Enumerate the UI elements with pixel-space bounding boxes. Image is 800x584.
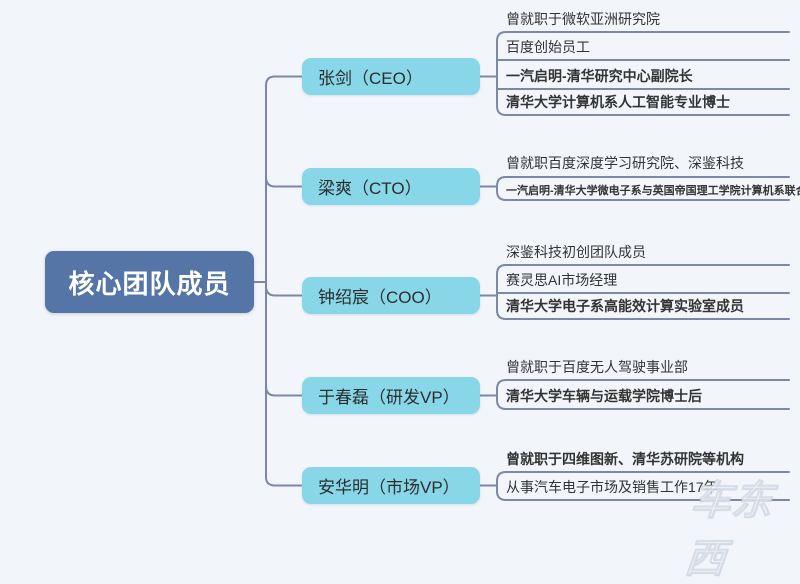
member-node-ceo[interactable]: 张剑（CEO）: [302, 58, 480, 95]
branch-line-rd-vp: [265, 385, 303, 397]
detail-item[interactable]: 曾就职于百度无人驾驶事业部: [506, 359, 688, 375]
detail-item[interactable]: 清华大学计算机系人工智能专业博士: [506, 94, 730, 110]
detail-item[interactable]: 清华大学电子系高能效计算实验室成员: [506, 298, 744, 314]
detail-item[interactable]: 曾就职于微软亚洲研究院: [506, 11, 660, 27]
detail-item[interactable]: 赛灵思AI市场经理: [506, 272, 618, 288]
member-node-cto[interactable]: 梁爽（CTO）: [302, 168, 480, 205]
detail-item[interactable]: 清华大学车辆与运载学院博士后: [506, 388, 702, 404]
mindmap-canvas: 核心团队成员 张剑（CEO） 梁爽（CTO） 钟绍宸（COO） 于春磊（研发VP…: [45, 11, 800, 582]
root-node[interactable]: 核心团队成员: [45, 251, 254, 313]
member-node-rd-vp[interactable]: 于春磊（研发VP）: [302, 377, 480, 414]
spine-line: [265, 75, 303, 487]
branch-line-coo: [265, 285, 303, 297]
member-node-coo[interactable]: 钟绍宸（COO）: [302, 277, 480, 314]
detail-item[interactable]: 从事汽车电子市场及销售工作17年: [506, 479, 718, 495]
detail-item[interactable]: 曾就职于四维图新、清华苏研院等机构: [506, 451, 744, 467]
branch-line-cto: [265, 176, 303, 188]
detail-item[interactable]: 百度创始员工: [506, 39, 590, 55]
detail-item[interactable]: 深鉴科技初创团队成员: [506, 244, 646, 260]
detail-item[interactable]: 曾就职百度深度学习研究院、深鉴科技: [506, 155, 744, 171]
member-node-market-vp[interactable]: 安华明（市场VP）: [302, 467, 480, 504]
detail-item[interactable]: 一汽启明-清华大学微电子系与英国帝国理工学院计算机系联合培养博士: [506, 185, 800, 197]
detail-item[interactable]: 一汽启明-清华研究中心副院长: [506, 68, 693, 84]
